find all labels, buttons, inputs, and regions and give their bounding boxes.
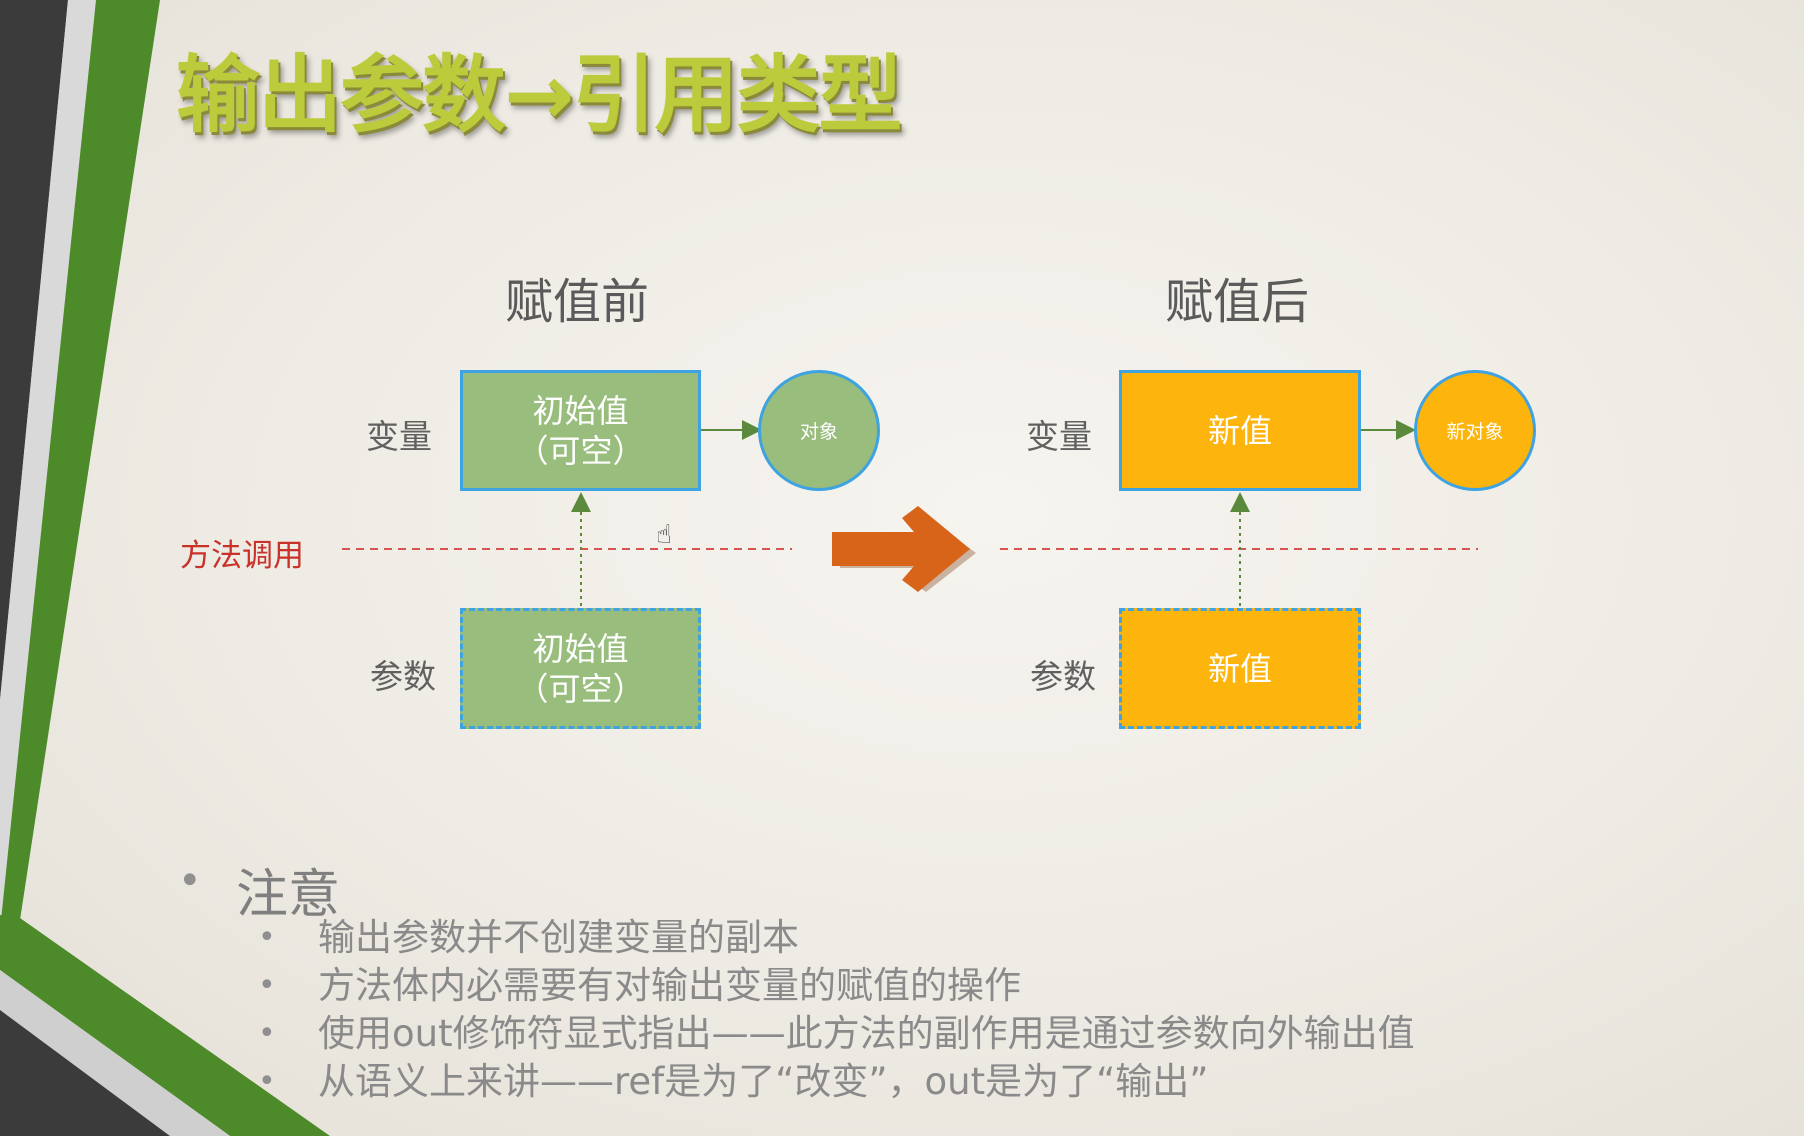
note-item: 输出参数并不创建变量的副本: [318, 916, 799, 959]
method-call-label: 方法调用: [180, 538, 304, 574]
heading-after: 赋值后: [1165, 274, 1310, 330]
note-item: 方法体内必需要有对输出变量的赋值的操作: [318, 964, 1021, 1007]
variable-label-after: 变量: [1026, 417, 1092, 456]
param-label-after: 参数: [1030, 657, 1096, 696]
param-box-after: 新值: [1119, 608, 1361, 729]
bullet-icon: •: [178, 858, 202, 904]
notes-heading: 注意: [236, 865, 341, 925]
object-circle: 对象: [758, 370, 880, 491]
new-object-circle: 新对象: [1414, 370, 1536, 491]
bullet-icon: •: [258, 1016, 276, 1051]
note-item: 从语义上来讲——ref是为了“改变”，out是为了“输出”: [318, 1060, 1209, 1103]
arrow-right-icon: [832, 506, 976, 592]
note-item: 使用out修饰符显式指出——此方法的副作用是通过参数向外输出值: [318, 1012, 1415, 1055]
corner-green: [0, 915, 330, 1136]
variable-label-before: 变量: [366, 417, 432, 456]
variable-box-before: 初始值 （可空）: [460, 370, 701, 491]
corner-dark: [0, 1010, 170, 1136]
hand-cursor-icon: ☝: [656, 520, 672, 550]
heading-before: 赋值前: [505, 274, 650, 330]
slide-title: 输出参数→引用类型: [176, 46, 902, 144]
corner-light: [0, 970, 230, 1136]
bullet-icon: •: [258, 968, 276, 1003]
variable-box-after: 新值: [1119, 370, 1361, 491]
param-label-before: 参数: [370, 657, 436, 696]
bullet-icon: •: [258, 1064, 276, 1099]
notes-list: 输出参数并不创建变量的副本 方法体内必需要有对输出变量的赋值的操作 使用out修…: [318, 914, 1415, 1106]
param-box-before: 初始值 （可空）: [460, 608, 701, 729]
side-bar-green: [0, 0, 160, 930]
bullet-icon: •: [258, 920, 276, 955]
